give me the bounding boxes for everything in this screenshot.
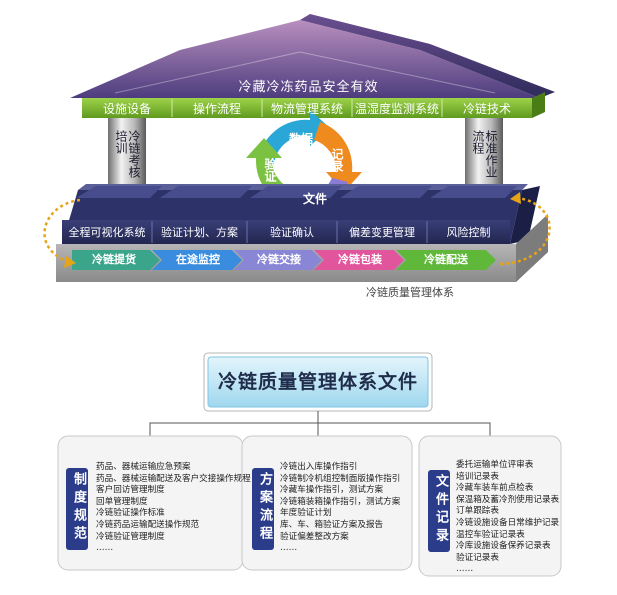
base-block-4 [340, 186, 432, 198]
base-block-1 [76, 186, 162, 198]
cycle-label-file: 文件 [303, 192, 328, 206]
base-item-visualization: 全程可视化系统 [68, 226, 146, 239]
top-bar-item-technology: 冷链技术 [462, 102, 511, 116]
loop-arrow-left [43, 198, 81, 264]
list-item: 库、车、箱验证方案及报告 [280, 519, 384, 530]
loop-arrow-right [499, 196, 551, 266]
category-tag-3 [428, 470, 450, 552]
flow-arrow-1 [72, 250, 160, 270]
list-item: 冷链验证操作标准 [96, 508, 165, 519]
flow-step-handover: 冷链交接 [257, 253, 301, 266]
base-block-5 [430, 186, 517, 198]
document-tree [57, 352, 562, 577]
list-item: 保温箱及蓄冷剂使用记录表 [456, 494, 560, 505]
list-item: 委托运输单位评审表 [456, 460, 534, 470]
doc-title-box [207, 356, 429, 408]
list-item: 药品、器械运输应急预案 [96, 462, 191, 472]
list-item: 回单管理制度 [96, 496, 148, 507]
category-tag-2 [252, 468, 274, 550]
cycle-label-verify: 验证 [263, 158, 277, 182]
category-tag-1 [66, 468, 88, 550]
list-item: 冷链药品运输配送操作规范 [96, 519, 200, 530]
list-item: 订单跟踪表 [456, 506, 499, 517]
right-pillar-label: 标准作业流程 [471, 130, 498, 178]
base-item-risk-control: 风险控制 [446, 226, 491, 239]
base-block-3 [250, 186, 342, 198]
list-item: 年度验证计划 [280, 508, 332, 519]
roof-side [300, 14, 555, 98]
diagram-caption: 冷链质量管理体系 [366, 286, 454, 299]
list-item: 冷链设施设备日常维护记录 [456, 517, 560, 528]
flow-step-transit: 在途监控 [176, 253, 220, 266]
cycle-arrow-top [258, 110, 330, 164]
flow-arrow-2 [152, 250, 242, 270]
list-item: …… [96, 543, 114, 554]
list-item: 客户回访管理制度 [96, 485, 165, 496]
list-item: 冷链验证管理制度 [96, 531, 165, 542]
flow-arrow-3 [234, 250, 322, 270]
cycle-label-record: 记录 [330, 148, 344, 172]
top-green-bar [82, 98, 532, 118]
top-bar-item-operations: 操作流程 [192, 102, 241, 116]
list-item: 冷链箱装箱操作指引，测试方案 [280, 496, 401, 507]
cycle-arrow-right [314, 122, 362, 192]
base-block-2 [160, 186, 252, 198]
list-item: 冷链出入库操作指引 [280, 462, 358, 472]
flow-arrow-4 [314, 250, 404, 270]
roof [70, 20, 540, 98]
records-list: 委托运输单位评审表 培训记录表 冷藏车装车前点检表 保温箱及蓄冷剂使用记录表 订… [456, 460, 559, 576]
category-label-rules: 制度规范 [71, 472, 86, 544]
plans-list: 冷链出入库操作指引 冷链制冷机组控制面版操作指引 冷藏车操作指引，测试方案 冷链… [280, 462, 400, 555]
list-item: 药品、器械运输配送及客户交接操作规程 [96, 473, 251, 484]
doc-system-title: 冷链质量管理体系文件 [217, 371, 418, 393]
list-item: 冷藏车装车前点检表 [456, 483, 534, 494]
category-label-plans: 方案流程 [257, 472, 272, 544]
left-pillar [108, 118, 146, 188]
cycle-label-data: 数据 [289, 132, 314, 146]
list-item: 培训记录表 [456, 471, 499, 482]
base-item-validation-plan: 验证计划、方案 [161, 226, 238, 239]
house-diagram [43, 14, 555, 282]
list-item: …… [280, 543, 298, 554]
list-item: 验证记录表 [456, 552, 499, 563]
top-bar-item-logistics: 物流管理系统 [270, 102, 343, 116]
list-item: …… [456, 564, 474, 575]
list-item: 温控车验证记录表 [456, 529, 525, 540]
left-pillar-label: 冷链考核培训 [114, 130, 141, 178]
category-card-3 [418, 435, 562, 577]
top-bar-item-facilities: 设施设备 [102, 102, 151, 116]
category-card-2 [241, 435, 413, 571]
flow-arrow-5 [396, 250, 496, 270]
flow-step-delivery: 冷链配送 [424, 253, 468, 266]
right-pillar [465, 118, 503, 188]
roof-title: 冷藏冷冻药品安全有效 [238, 80, 379, 95]
list-item: 冷藏车操作指引，测试方案 [280, 485, 384, 496]
flow-step-pickup: 冷链提货 [92, 253, 136, 266]
list-item: 冷链制冷机组控制面版操作指引 [280, 473, 401, 484]
list-item: 冷库设施设备保养记录表 [456, 541, 551, 552]
top-bar-item-monitoring: 温湿度监测系统 [354, 102, 439, 116]
flow-step-packaging: 冷链包装 [338, 253, 382, 266]
base-item-validation-confirm: 验证确认 [270, 226, 314, 239]
rules-list: 药品、器械运输应急预案 药品、器械运输配送及客户交接操作规程 客户回访管理制度 … [96, 462, 251, 555]
category-label-records: 文件记录 [433, 474, 448, 546]
list-item: 验证偏差整改方案 [280, 531, 349, 542]
base-item-deviation-change: 偏差变更管理 [349, 226, 415, 239]
